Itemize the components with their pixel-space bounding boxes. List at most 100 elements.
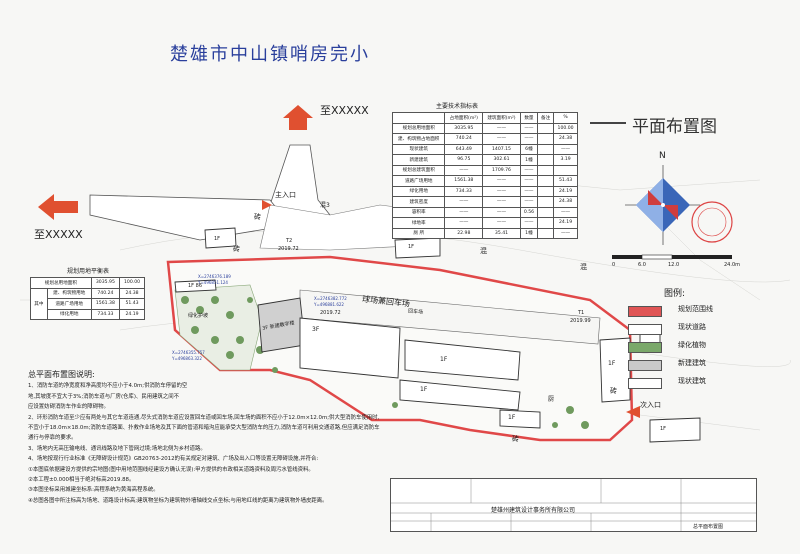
table-cell: —— — [444, 217, 484, 229]
legend-caption: 图例: — [664, 289, 686, 299]
brick-label-4: 砖 — [512, 435, 519, 443]
table-cell: —— — [519, 122, 539, 134]
table-cell: —— — [482, 122, 521, 134]
table-cell — [537, 185, 555, 197]
b8-label: 1F — [408, 244, 415, 250]
west-arrow-shape — [38, 194, 78, 220]
note-line: 2、环形消防车道至少应有两处与其它车道连通,尽头式消防车道应设置回车道或回车场,… — [28, 414, 380, 421]
table-cell: —— — [553, 206, 578, 218]
table-cell: —— — [482, 217, 521, 229]
table-cell: —— — [519, 217, 539, 229]
mixed-label-1: 混 — [480, 247, 487, 255]
table-cell: 建、构筑物占地面积 — [391, 133, 446, 145]
b5-label: 1F — [608, 360, 616, 367]
note-line: 3、场地内无高压输电线、通讯线路及地下管网过境;场地北侧为乡村道路。 — [28, 445, 206, 452]
cell: 100.00 — [119, 277, 145, 289]
b6-label: 1F 86 — [188, 283, 203, 289]
table-cell — [537, 122, 555, 134]
building-3f — [299, 317, 401, 379]
legend-item: 规划范围线 — [628, 304, 778, 318]
brick-label-3: 砖 — [610, 387, 617, 395]
cell: 51.43 — [119, 298, 145, 310]
legend-swatch — [628, 324, 662, 335]
t1-label: T1 — [578, 310, 585, 316]
west-road — [89, 194, 291, 241]
table-cell: —— — [519, 133, 539, 145]
scale-bar — [612, 254, 732, 260]
approval-stamp — [691, 201, 733, 243]
table-cell: —— — [482, 196, 521, 208]
mixed-label-3: 混 — [580, 263, 587, 271]
main-entry-arrow — [262, 200, 272, 210]
building-1f-c — [499, 409, 541, 429]
table-cell: 1709.76 — [482, 164, 521, 176]
tech-table-caption: 主要技术指标表 — [436, 103, 479, 110]
table-cell: 0.56 — [519, 206, 539, 218]
note-line: 通行与停靠的要求。 — [28, 435, 77, 442]
table-cell: 厕 所 — [391, 227, 446, 239]
cell: 道路广场用地 — [46, 298, 92, 310]
table-cell: —— — [482, 185, 521, 197]
page-title: 楚雄市中山镇哨房完小 — [170, 44, 370, 65]
table-cell — [537, 143, 555, 155]
building-toilet — [174, 279, 217, 293]
table-cell: —— — [519, 164, 539, 176]
table-cell: 35.41 — [482, 227, 521, 239]
cell: 绿化用地 — [46, 308, 92, 320]
secondary-entrance-label: 次入口 — [640, 401, 661, 409]
b2-label: 1F — [440, 356, 448, 363]
table-row: 其中 建、构筑物用地 740.24 24.38 — [30, 287, 145, 320]
table-cell: 24.38 — [553, 133, 578, 145]
note-line: 不宜小于18.0m×18.0m;消防车道路面、扑救作业场地及其下面的管道和暗沟应… — [28, 425, 380, 432]
note-line: 1、消防车道的净宽度和净高度均不应小于4.0m;供消防车停留的空 — [28, 383, 188, 390]
plan-title: 平面布置图 — [632, 117, 717, 137]
table-cell: —— — [519, 175, 539, 187]
table-cell: —— — [444, 206, 484, 218]
note-line: ①本图底依据建设方提供的宗地图(图中用地范围线经建设方确认无误):甲方提供的市政… — [28, 466, 314, 473]
note-line: ③本图坐标采用城建坐标系:高程系统为黄海高程系统。 — [28, 487, 159, 494]
table-row: 容积率————0.56—— — [391, 206, 578, 218]
table-cell: —— — [444, 196, 484, 208]
table-cell: —— — [482, 175, 521, 187]
t2-label: T2 — [286, 238, 293, 244]
legend-swatch — [628, 342, 662, 353]
table-cell: —— — [519, 185, 539, 197]
cell: 规划总用地面积 — [30, 277, 92, 289]
cell: 建、构筑物用地 — [46, 287, 92, 299]
table-row: 绿化用地 734.33 24.19 — [31, 308, 145, 320]
table-cell: 302.61 — [482, 154, 521, 166]
table-cell: —— — [444, 164, 484, 176]
table-cell: 新建建筑 — [391, 154, 446, 166]
legend-label: 现状建筑 — [678, 377, 706, 385]
table-cell: 24.19 — [553, 217, 578, 229]
header-cell: 占地面积(m²) — [444, 112, 484, 124]
table-row: 规划总建筑面积——1709.76—— — [391, 164, 578, 176]
building-1f-a — [404, 339, 521, 381]
elev-a: 2019.72 — [320, 310, 341, 316]
table-cell — [537, 175, 555, 187]
note-line: ②本工程±0.000相当于绝对标高2019.88。 — [28, 477, 135, 484]
note-line: 4、场地按现行行业标准《无障碍设计规范》GB20763-2012的有关规定对建筑… — [28, 456, 319, 463]
coord-b2: Y=496851.124 — [198, 280, 228, 285]
t1-elev: 2019.99 — [570, 318, 591, 324]
table-cell: 740.24 — [444, 133, 484, 145]
green-slope-area — [174, 284, 263, 371]
b10-label: 1F — [660, 426, 667, 432]
legend-label: 现状道路 — [678, 323, 706, 331]
firm-name: 楚雄州建筑设计事务所有限公司 — [491, 507, 576, 514]
secondary-entry-arrow — [626, 406, 640, 418]
tree-dots — [181, 296, 589, 429]
cell: 1561.38 — [90, 298, 121, 310]
table-cell: —— — [553, 143, 578, 155]
north-label: N — [659, 151, 666, 161]
tech-table-header: 占地面积(m²) 建筑面积(m²) 数量 备注 % — [391, 112, 578, 124]
scale-tick-3: 24.0m — [724, 262, 741, 268]
table-cell: —— — [519, 196, 539, 208]
building-north-2 — [394, 237, 441, 259]
